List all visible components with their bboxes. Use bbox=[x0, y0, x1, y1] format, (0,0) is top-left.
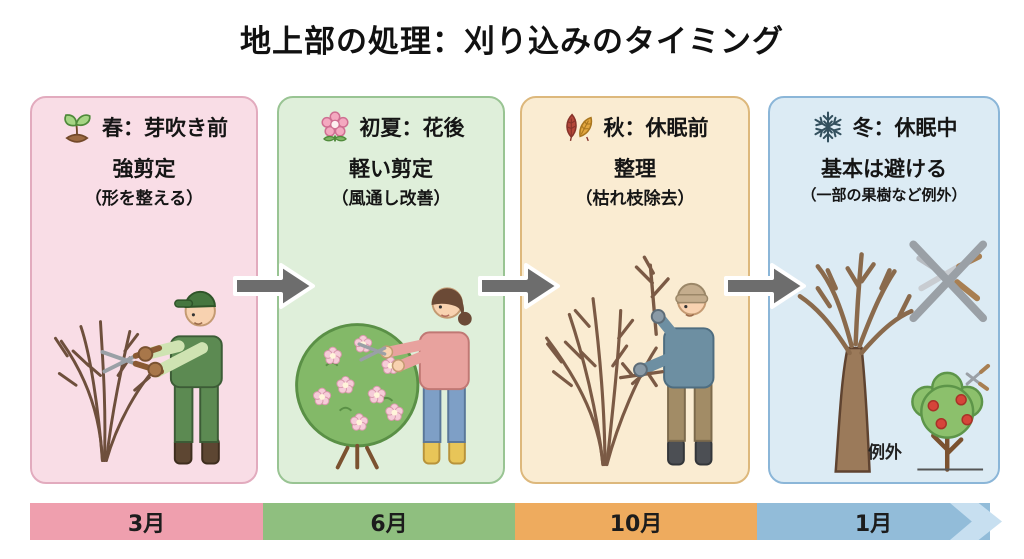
arrow-right-icon bbox=[478, 263, 560, 309]
panel-spring: 春：芽吹き前 強剪定 （形を整える） bbox=[30, 96, 258, 484]
season-label: 春：芽吹き前 bbox=[102, 116, 228, 140]
panel-autumn: 秋：休眠前 整理 （枯れ枝除去） bbox=[520, 96, 750, 484]
panel-winter: 冬：休眠中 基本は避ける （一部の果樹など例外） bbox=[768, 96, 1000, 484]
season-label: 秋：休眠前 bbox=[603, 116, 709, 140]
illustration-person-removing-dead-branches bbox=[545, 255, 715, 467]
action-text: 基本は避ける bbox=[821, 157, 947, 181]
timeline-segment-october: 10月 bbox=[515, 503, 757, 540]
panel-spring-header: 春：芽吹き前 bbox=[32, 110, 256, 144]
action-text: 整理 bbox=[614, 157, 656, 181]
timeline-segment-march: 3月 bbox=[30, 503, 263, 540]
autumn-leaves-icon bbox=[565, 113, 592, 142]
action-note: （一部の果樹など例外） bbox=[801, 186, 967, 204]
timeline-bar: 3月 6月 10月 1月 bbox=[30, 503, 1002, 540]
timeline-segment-june: 6月 bbox=[263, 503, 515, 540]
exception-label: 例外 bbox=[868, 443, 902, 463]
panel-early-summer: 初夏：花後 軽い剪定 （風通し改善） bbox=[277, 96, 505, 484]
illustration-bare-tree-no-pruning bbox=[797, 240, 991, 473]
panel-winter-header: 冬：休眠中 bbox=[770, 110, 998, 144]
arrow-right-icon bbox=[233, 263, 315, 309]
illustration-woman-trimming-flowering-bush bbox=[295, 287, 472, 470]
apple-tree-exception bbox=[911, 363, 991, 472]
arrow-right-icon bbox=[724, 263, 806, 309]
seedling-icon bbox=[64, 114, 91, 143]
action-text: 強剪定 bbox=[112, 157, 176, 181]
action-note: （風通し改善） bbox=[331, 189, 451, 209]
timeline-label: 6月 bbox=[370, 511, 408, 537]
season-label: 初夏：花後 bbox=[359, 116, 465, 140]
season-label: 冬：休眠中 bbox=[852, 116, 958, 140]
action-text: 軽い剪定 bbox=[349, 157, 433, 181]
flower-icon bbox=[320, 111, 349, 142]
action-note: （形を整える） bbox=[84, 189, 204, 209]
illustration-man-pruning-bare-shrub bbox=[54, 290, 223, 465]
timeline-label: 3月 bbox=[127, 511, 166, 537]
timeline-segment-january: 1月 bbox=[757, 503, 990, 540]
snowflake-icon bbox=[813, 111, 842, 143]
panel-autumn-header: 秋：休眠前 bbox=[522, 110, 748, 144]
timeline-label: 1月 bbox=[854, 511, 893, 537]
crossed-out-shears-icon bbox=[909, 240, 988, 323]
panel-early-summer-header: 初夏：花後 bbox=[279, 110, 503, 144]
timeline-label: 10月 bbox=[609, 511, 663, 537]
page-title: 地上部の処理：刈り込みのタイミング bbox=[240, 24, 784, 60]
action-note: （枯れ枝除去） bbox=[575, 189, 695, 209]
